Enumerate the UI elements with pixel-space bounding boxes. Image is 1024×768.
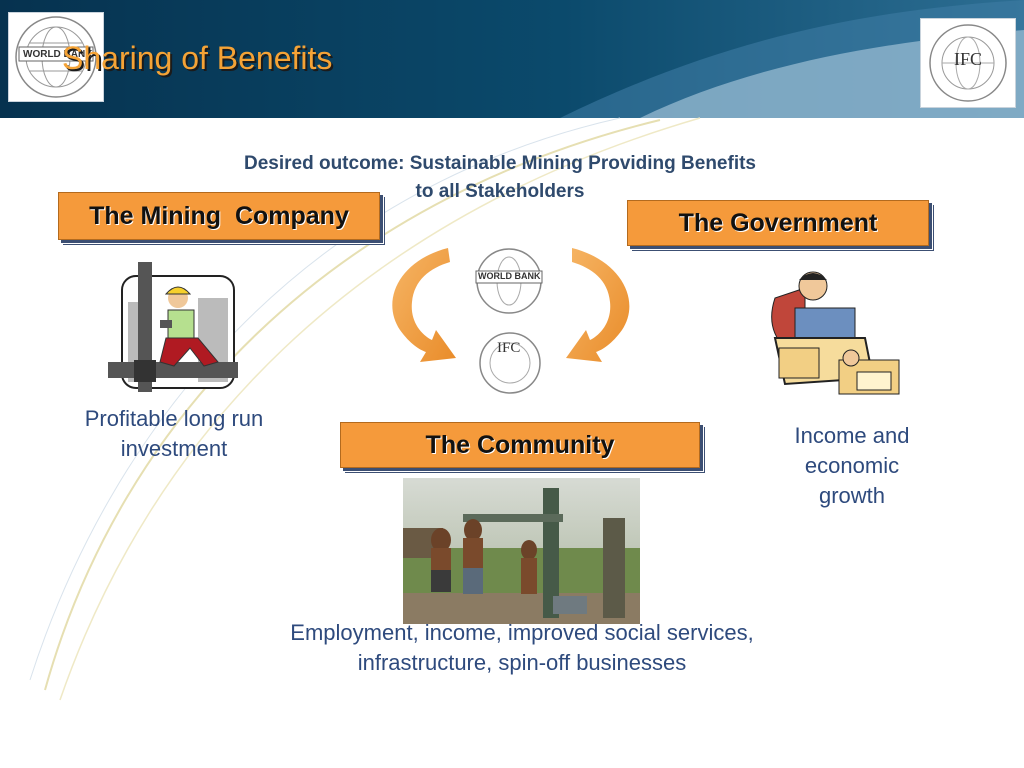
community-caption-line-2: infrastructure, spin-off businesses (357, 650, 687, 675)
mining-caption-line-2: investment (120, 436, 228, 461)
community-caption-line-1: Employment, income, improved social serv… (290, 620, 754, 645)
government-caption-line-3: growth (818, 483, 886, 508)
government-caption-line-2: economic (804, 453, 900, 478)
government-official-clipart (771, 271, 900, 395)
government-caption: Income and economic growth (752, 421, 952, 511)
government-caption-line-1: Income and (794, 423, 910, 448)
mining-worker-clipart (108, 262, 238, 392)
subtitle-line-2: to all Stakeholders (415, 181, 585, 202)
center-ifc-text: IFC (497, 340, 521, 356)
mining-company-box: The Mining Company (58, 192, 380, 240)
world-bank-logo-text: WORLD BANK (23, 49, 93, 60)
government-label: The Government (678, 208, 878, 237)
page-title: Sharing of Benefits (62, 40, 333, 76)
mining-company-label: The Mining Company (89, 201, 349, 230)
cycle-arrows-icon (392, 248, 630, 362)
subtitle-line-1: Desired outcome: Sustainable Mining Prov… (243, 153, 757, 174)
mining-caption: Profitable long run investment (40, 404, 308, 464)
community-label: The Community (425, 430, 615, 459)
subtitle: Desired outcome: Sustainable Mining Prov… (150, 150, 850, 206)
center-world-bank-text: WORLD BANK (478, 271, 541, 281)
ifc-globe-icon (929, 24, 1007, 102)
center-ifc-logo (479, 332, 541, 394)
government-box: The Government (627, 200, 929, 246)
community-caption: Employment, income, improved social serv… (212, 618, 832, 678)
children-water-pump-photo (403, 478, 640, 624)
world-bank-logo: WORLD BANK (8, 12, 104, 102)
world-bank-globe-icon (15, 16, 97, 98)
mining-caption-line-1: Profitable long run (84, 406, 264, 431)
center-world-bank-logo (475, 248, 543, 314)
ifc-logo: IFC (920, 18, 1016, 108)
community-box: The Community (340, 422, 700, 468)
ifc-logo-text: IFC (954, 49, 983, 69)
